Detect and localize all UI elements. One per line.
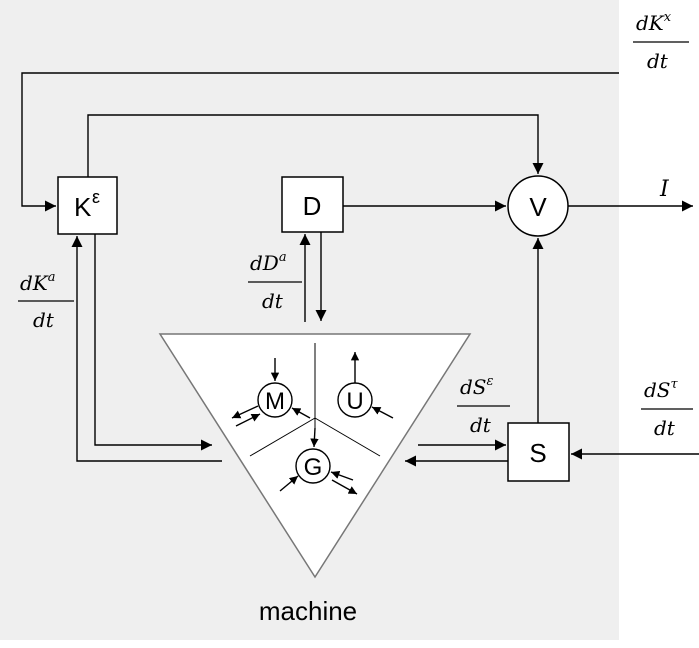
m-node-label: M [265,388,285,415]
v-node-label: V [529,192,547,222]
machine-divider-left [249,417,316,457]
svg-text:dt: dt [33,308,55,332]
st-rate-fraction: dSτ dt [641,377,693,440]
machine-to-k-line [71,236,222,462]
svg-text:dt: dt [262,289,284,313]
svg-text:dSτ: dSτ [644,377,679,402]
svg-text:dSε: dSε [460,374,494,399]
s-block [507,422,570,482]
svg-text:dt: dt [470,413,492,437]
svg-text:dDa: dDa [250,250,287,275]
u-arrow-in-right [371,406,394,419]
g-arrow-in-left [279,475,299,492]
g-node [295,448,331,484]
ka-rate-fraction: dKa dt [18,270,74,332]
g-arrow-out-right [331,479,358,495]
k-to-v-line [87,114,544,177]
u-node-label: U [346,388,363,415]
m-arrow-in-left [235,413,261,427]
machine-caption: machine [259,596,357,626]
g-arrow-in-top [310,427,319,448]
k-block-label: K [74,192,92,222]
svg-text:dt: dt [647,49,669,73]
d-block-label: D [303,191,322,221]
svg-text:dt: dt [654,416,676,440]
k-to-machine-line [94,234,212,451]
k-block-superscript: ε [92,187,100,207]
svg-text:dKa: dKa [20,270,56,295]
kx-feedback-line [21,72,619,212]
se-rate-fraction: dSε dt [457,374,510,437]
d-block [281,176,344,233]
s-block-label: S [529,438,546,468]
output-label: I [659,177,670,202]
m-arrow-out-left [231,405,259,419]
m-arrow-in-right [291,407,311,419]
svg-text:dKx: dKx [636,10,672,35]
kx-rate-fraction: dKx dt [633,10,689,73]
g-node-label: G [304,454,323,481]
g-arrow-in-right [330,470,354,481]
k-block [57,176,118,235]
m-node [257,382,293,418]
da-rate-fraction: dDa dt [248,250,302,313]
machine-divider-right [314,417,381,457]
